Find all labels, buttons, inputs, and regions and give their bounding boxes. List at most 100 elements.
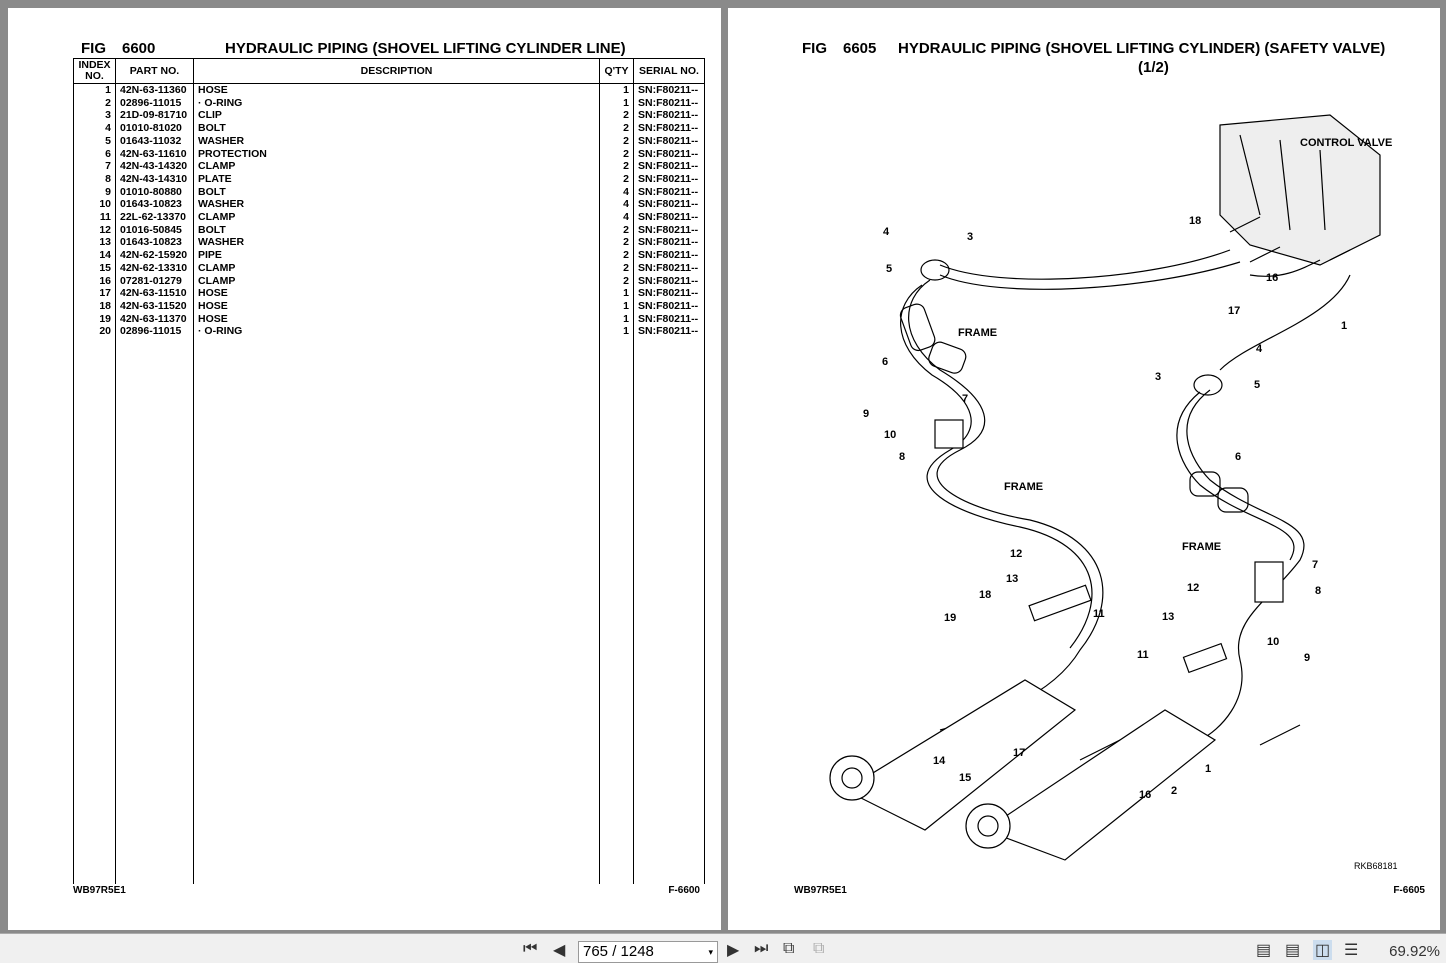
- cell-index: 11: [73, 211, 116, 224]
- cell-part-number: 42N-63-11370: [115, 312, 194, 326]
- last-page-button[interactable]: ⏭: [754, 940, 769, 957]
- left-page: FIG 6600 HYDRAULIC PIPING (SHOVEL LIFTIN…: [8, 8, 721, 930]
- single-page-icon[interactable]: ▤: [1256, 942, 1272, 959]
- cell-part-number: 22L-62-13370: [115, 211, 194, 224]
- cell-qty: 4: [599, 198, 634, 212]
- cell-part-number: 42N-43-14310: [115, 172, 194, 186]
- cell-description: PIPE: [193, 249, 600, 262]
- cell-serial: SN:F80211--: [633, 83, 705, 97]
- header-index: INDEX NO.: [73, 58, 116, 84]
- callout-number: 12: [1010, 548, 1022, 560]
- fig-title: HYDRAULIC PIPING (SHOVEL LIFTING CYLINDE…: [225, 40, 626, 57]
- cell-serial: SN:F80211--: [633, 287, 705, 300]
- cell-serial: SN:F80211--: [633, 198, 705, 212]
- copy-view-icon[interactable]: ⧉: [813, 940, 825, 957]
- two-page-continuous-icon[interactable]: ☰: [1344, 942, 1359, 959]
- callout-number: 18: [1189, 215, 1201, 227]
- cell-serial: SN:F80211--: [633, 299, 705, 313]
- rotate-view-icon[interactable]: ⧉: [783, 940, 795, 957]
- fig-subtitle: (1/2): [1138, 59, 1169, 76]
- pdf-toolbar: ⏮ ◀ 765 / 1248 ▾ ▶ ⏭ ⧉ ⧉ ▤ ▤ ◫ ☰ 69.92%: [0, 933, 1446, 963]
- cell-part-number: 42N-62-13310: [115, 261, 194, 275]
- cell-index: 7: [73, 160, 116, 173]
- callout-number: 4: [883, 226, 890, 238]
- cell-serial: SN:F80211--: [633, 274, 705, 288]
- callout-number: 2: [1171, 785, 1177, 797]
- exploded-diagram: CONTROL VALVE FRAME FRAME FRAME RKB68181…: [829, 114, 1398, 871]
- callout-number: 18: [979, 589, 991, 601]
- cell-description: PROTECTION: [193, 147, 600, 161]
- cell-index: 1: [73, 83, 116, 97]
- page-number-value: 765 / 1248: [583, 943, 654, 960]
- cell-qty: 4: [599, 185, 634, 199]
- cell-qty: 2: [599, 261, 634, 275]
- cell-index: 4: [73, 122, 116, 135]
- cell-part-number: 02896-11015: [115, 96, 194, 110]
- next-page-button[interactable]: ▶: [727, 942, 740, 959]
- cell-qty: 1: [599, 96, 634, 110]
- cell-description: WASHER: [193, 134, 600, 148]
- cell-qty: 1: [599, 312, 634, 326]
- cell-index: 2: [73, 96, 116, 110]
- two-page-icon[interactable]: ◫: [1313, 940, 1333, 960]
- page-number-input[interactable]: 765 / 1248 ▾: [578, 941, 718, 963]
- cell-qty: 2: [599, 134, 634, 148]
- fig-title: HYDRAULIC PIPING (SHOVEL LIFTING CYLINDE…: [898, 40, 1386, 57]
- callout-number: 8: [899, 451, 905, 463]
- frame-label: FRAME: [1004, 481, 1043, 493]
- cell-index: 18: [73, 299, 116, 313]
- cell-serial: SN:F80211--: [633, 160, 705, 173]
- cell-part-number: 42N-63-11520: [115, 299, 194, 313]
- diagram-labels: CONTROL VALVE FRAME FRAME FRAME RKB68181: [958, 137, 1398, 871]
- callout-number: 15: [959, 772, 971, 784]
- cell-qty: 1: [599, 325, 634, 339]
- cell-qty: 2: [599, 223, 634, 237]
- callout-number: 6: [882, 356, 888, 368]
- cell-qty: 1: [599, 83, 634, 97]
- cell-serial: SN:F80211--: [633, 147, 705, 161]
- cell-serial: SN:F80211--: [633, 96, 705, 110]
- cell-serial: SN:F80211--: [633, 312, 705, 326]
- header-serial: SERIAL NO.: [633, 58, 705, 84]
- cell-description: BOLT: [193, 223, 600, 237]
- cell-serial: SN:F80211--: [633, 172, 705, 186]
- callout-number: 10: [884, 429, 896, 441]
- cell-description: · O-RING: [193, 325, 600, 339]
- right-page: FIG 6605 HYDRAULIC PIPING (SHOVEL LIFTIN…: [728, 8, 1440, 930]
- cell-part-number: 01643-11032: [115, 134, 194, 148]
- callout-number: 14: [933, 755, 946, 767]
- parts-table: INDEX NO. PART NO. DESCRIPTION Q'TY SERI…: [73, 58, 705, 884]
- footer-page: F-6605: [1393, 885, 1425, 896]
- cell-qty: 2: [599, 160, 634, 173]
- cell-serial: SN:F80211--: [633, 261, 705, 275]
- cell-description: BOLT: [193, 185, 600, 199]
- callout-number: 1: [1205, 763, 1211, 775]
- callout-number: 13: [1162, 611, 1174, 623]
- cell-index: 14: [73, 249, 116, 262]
- cell-description: WASHER: [193, 236, 600, 250]
- callout-number: 13: [1006, 573, 1018, 585]
- continuous-page-icon[interactable]: ▤: [1285, 942, 1301, 959]
- cell-description: CLIP: [193, 109, 600, 123]
- cell-description: CLAMP: [193, 160, 600, 173]
- diagram-lines: [829, 114, 1381, 861]
- header-part: PART NO.: [115, 58, 194, 84]
- zoom-level[interactable]: 69.92%: [1389, 943, 1440, 960]
- cell-qty: 2: [599, 249, 634, 262]
- previous-page-button[interactable]: ◀: [553, 942, 566, 959]
- cell-index: 8: [73, 172, 116, 186]
- cell-serial: SN:F80211--: [633, 223, 705, 237]
- cell-index: 5: [73, 134, 116, 148]
- chevron-down-icon[interactable]: ▾: [708, 947, 713, 957]
- header-description: DESCRIPTION: [193, 58, 600, 84]
- cell-part-number: 01010-80880: [115, 185, 194, 199]
- first-page-button[interactable]: ⏮: [523, 940, 538, 957]
